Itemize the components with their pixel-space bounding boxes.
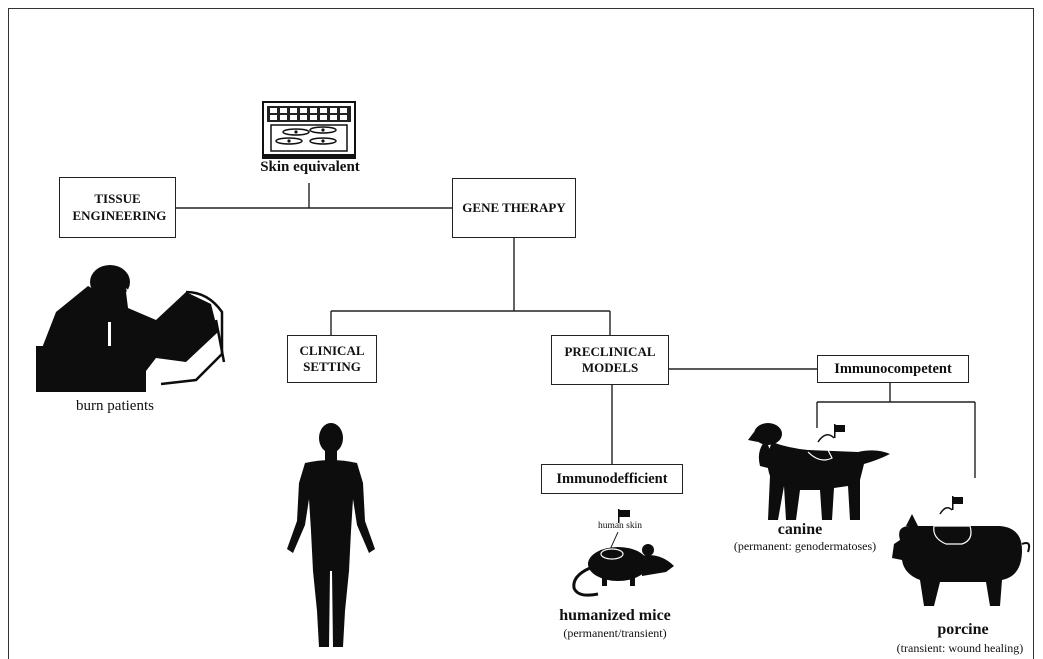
humanized-mice-label: humanized mice xyxy=(559,607,671,624)
tissue-engineering-box: TISSUE ENGINEERING xyxy=(59,177,176,238)
gene-therapy-label: GENE THERAPY xyxy=(462,199,566,215)
surgeon-icon xyxy=(36,265,226,392)
immunodefficient-box: Immunodefficient xyxy=(541,464,683,494)
canine-label: canine xyxy=(777,521,823,538)
porcine-note: (transient: wound healing) xyxy=(896,641,1024,655)
gene-therapy-box: GENE THERAPY xyxy=(452,178,576,238)
clinical-setting-label: CLINICAL SETTING xyxy=(299,342,365,374)
tissue-engineering-label: TISSUE ENGINEERING xyxy=(72,191,167,223)
pig-silhouette-icon xyxy=(892,496,1031,606)
immunodefficient-label: Immunodefficient xyxy=(556,470,668,487)
canine-note: (permanent: genodermatoses) xyxy=(733,539,877,553)
flag-icon xyxy=(952,496,963,510)
flag-icon xyxy=(834,424,845,438)
mouse-silhouette-icon xyxy=(572,532,674,597)
clinical-setting-box: CLINICAL SETTING xyxy=(287,335,377,383)
preclinical-models-label: PRECLINICAL MODELS xyxy=(564,343,656,375)
flag-icon xyxy=(618,509,630,523)
skin-equivalent-label: Skin equivalent xyxy=(260,159,360,175)
human-silhouette-icon xyxy=(287,423,375,647)
humanized-mice-note: (permanent/transient) xyxy=(563,626,667,640)
culture-plate-icon xyxy=(262,101,356,159)
immunocompetent-box: Immunocompetent xyxy=(817,355,969,383)
immunocompetent-label: Immunocompetent xyxy=(834,360,952,377)
preclinical-models-box: PRECLINICAL MODELS xyxy=(551,335,669,385)
human-skin-label: human skin xyxy=(597,521,643,531)
figure-frame xyxy=(8,8,1034,659)
porcine-label: porcine xyxy=(937,621,989,638)
burn-patients-label: burn patients xyxy=(76,398,154,414)
dog-silhouette-icon xyxy=(748,423,890,520)
